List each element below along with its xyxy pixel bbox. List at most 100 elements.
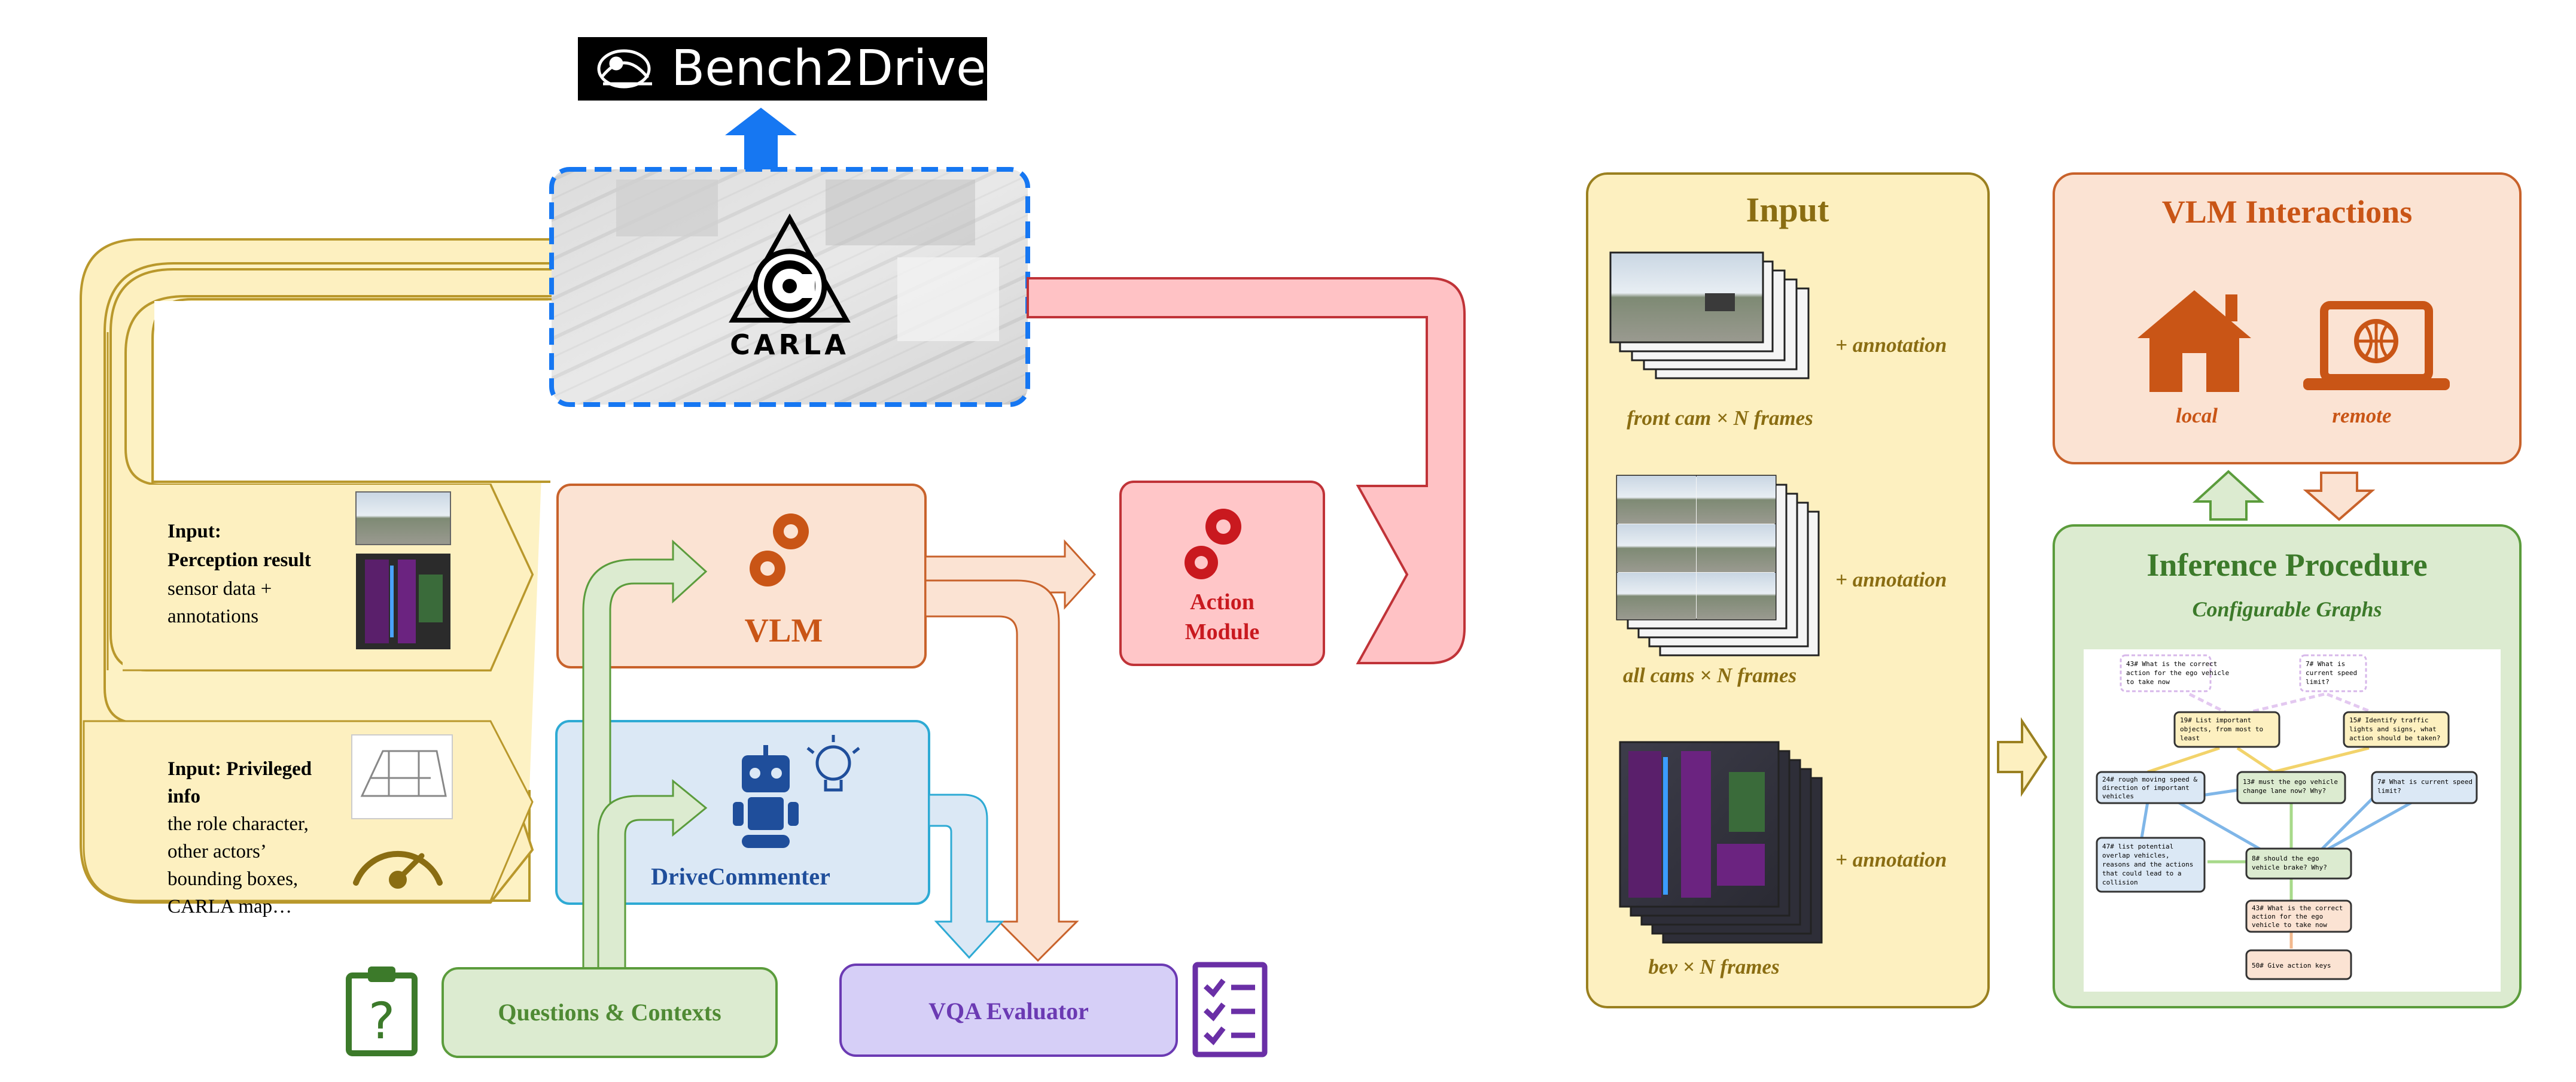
svg-text:reasons and the actions: reasons and the actions [2102, 861, 2193, 868]
perception-title: Input: [168, 521, 221, 542]
perception-camera-image [355, 491, 451, 545]
svg-text:action for the ego vehicle: action for the ego vehicle [2126, 669, 2229, 677]
svg-text:43# What is the correct: 43# What is the correct [2126, 660, 2217, 668]
svg-text:current speed: current speed [2306, 669, 2357, 677]
svg-text:to take now: to take now [2126, 678, 2170, 686]
privileged-input-band [83, 720, 534, 902]
graph-node-8: 47# list potential overlap vehicles, rea… [2096, 837, 2206, 893]
svg-text:47# list potential: 47# list potential [2102, 843, 2173, 850]
local-label: local [2176, 404, 2218, 427]
checklist-icon [1192, 962, 1268, 1057]
commenter-to-vqa-arrow [928, 794, 1004, 959]
questions-to-vlm-arrow [582, 539, 708, 971]
svg-text:15# Identify traffic: 15# Identify traffic [2349, 716, 2428, 724]
vlm-interactions-title: VLM Interactions [2162, 194, 2412, 230]
graph-node-3: 19# List important objects, from most to… [2173, 711, 2280, 748]
up-arrow [725, 108, 797, 172]
action-module-box [1119, 481, 1325, 666]
all-cams-frames [1616, 475, 1820, 657]
privileged-line2: other actors’ [168, 841, 267, 862]
drive-commenter-label: DriveCommenter [651, 863, 830, 890]
svg-text:8# should the ego: 8# should the ego [2252, 855, 2319, 862]
svg-text:43# What is the correct: 43# What is the correct [2252, 904, 2343, 912]
bounding-box-sketch [351, 734, 453, 819]
home-icon [2137, 290, 2251, 392]
svg-text:19# List important: 19# List important [2180, 716, 2251, 724]
questions-contexts-label: Questions & Contexts [498, 999, 721, 1026]
lightbulb-gear-icon [806, 735, 860, 792]
privileged-line1: the role character, [168, 813, 309, 835]
graph-node-7: 7# What is current speed limit? [2371, 771, 2478, 804]
vqa-evaluator-box [839, 964, 1178, 1057]
vqa-evaluator-label: VQA Evaluator [928, 998, 1089, 1025]
svg-text:vehicle brake? Why?: vehicle brake? Why? [2252, 864, 2327, 871]
remote-label: remote [2332, 404, 2391, 427]
svg-text:lights and signs, what: lights and signs, what [2349, 725, 2437, 733]
bev-annotation: + annotation [1835, 848, 1947, 871]
perception-bev-image [356, 554, 450, 649]
vlm-to-vqa-arrow [924, 579, 1079, 962]
input-panel-title: Input [1746, 190, 1829, 229]
red-feedback-arrow [1027, 277, 1466, 664]
svg-text:13# must the ego vehicle: 13# must the ego vehicle [2243, 778, 2338, 786]
svg-text:?: ? [369, 992, 395, 1050]
svg-text:limit?: limit? [2306, 678, 2330, 686]
svg-text:50# Give action keys: 50# Give action keys [2252, 962, 2331, 969]
action-module-line2: Module [1185, 619, 1260, 645]
svg-text:that could lead to a: that could lead to a [2102, 870, 2181, 877]
svg-text:direction of important: direction of important [2102, 784, 2190, 792]
privileged-line3: bounding boxes, [168, 868, 298, 890]
privileged-line4: CARLA map… [168, 896, 292, 917]
input-to-inference-arrow [1997, 717, 2048, 797]
inference-subtitle: Configurable Graphs [2192, 597, 2382, 621]
all-cams-annotation: + annotation [1835, 568, 1947, 591]
action-module-line1: Action [1190, 589, 1254, 615]
svg-text:overlap vehicles,: overlap vehicles, [2102, 852, 2170, 859]
carla-simulator: CARLA [549, 167, 1030, 407]
bench2drive-text: Bench2Drive [671, 40, 986, 97]
robot-icon [733, 745, 799, 848]
inference-title: Inference Procedure [2146, 547, 2427, 583]
carla-text: CARLA [730, 329, 849, 361]
svg-text:action for the ego: action for the ego [2252, 913, 2323, 920]
car-logo-icon [597, 49, 652, 89]
graph-node-11: 50# Give action keys [2245, 949, 2352, 980]
svg-text:collision: collision [2102, 879, 2138, 886]
perception-line1: sensor data + [168, 578, 272, 600]
questions-to-commenter-arrow [597, 779, 708, 971]
graph-node-6: 13# must the ego vehicle change lane now… [2236, 771, 2346, 804]
vlm-label: VLM [745, 612, 823, 649]
graph-node-9: 8# should the ego vehicle brake? Why? [2245, 847, 2352, 880]
svg-text:objects, from most to: objects, from most to [2180, 725, 2263, 733]
bev-caption: bev × N frames [1648, 955, 1779, 978]
speedometer-icon [353, 850, 443, 889]
front-cam-frames [1609, 251, 1810, 379]
privileged-title1: Input: Privileged [168, 758, 312, 780]
bench2drive-logo: Bench2Drive [578, 37, 987, 101]
all-cams-caption: all cams × N frames [1623, 664, 1796, 687]
front-cam-annotation: + annotation [1835, 333, 1947, 357]
svg-text:7# What is current speed: 7# What is current speed [2377, 778, 2473, 786]
down-orange-arrow [2303, 472, 2376, 521]
graph-node-2: 7# What is current speed limit? [2299, 654, 2367, 692]
action-gears-icon [1185, 509, 1241, 579]
carla-logo-icon [729, 213, 851, 324]
graph-node-10: 43# What is the correct action for the e… [2245, 899, 2352, 933]
questions-contexts-box [441, 967, 778, 1058]
bev-frames [1619, 741, 1823, 944]
gears-icon [750, 513, 809, 586]
svg-text:24# rough moving speed &: 24# rough moving speed & [2102, 776, 2197, 783]
perception-input-band [123, 485, 532, 670]
privileged-title2: info [168, 786, 200, 807]
svg-text:action should be taken?: action should be taken? [2349, 734, 2440, 742]
graph-node-4: 15# Identify traffic lights and signs, w… [2343, 711, 2450, 748]
svg-text:vehicles: vehicles [2102, 792, 2134, 800]
graph-node-1: 43# What is the correct action for the e… [2120, 654, 2229, 692]
graph-node-5: 24# rough moving speed & direction of im… [2096, 771, 2206, 804]
svg-text:7# What is: 7# What is [2306, 660, 2345, 668]
clipboard-question-icon: ? [346, 966, 418, 1056]
svg-text:change lane now? Why?: change lane now? Why? [2243, 787, 2326, 795]
svg-text:limit?: limit? [2377, 787, 2401, 795]
up-green-arrow [2192, 470, 2265, 521]
